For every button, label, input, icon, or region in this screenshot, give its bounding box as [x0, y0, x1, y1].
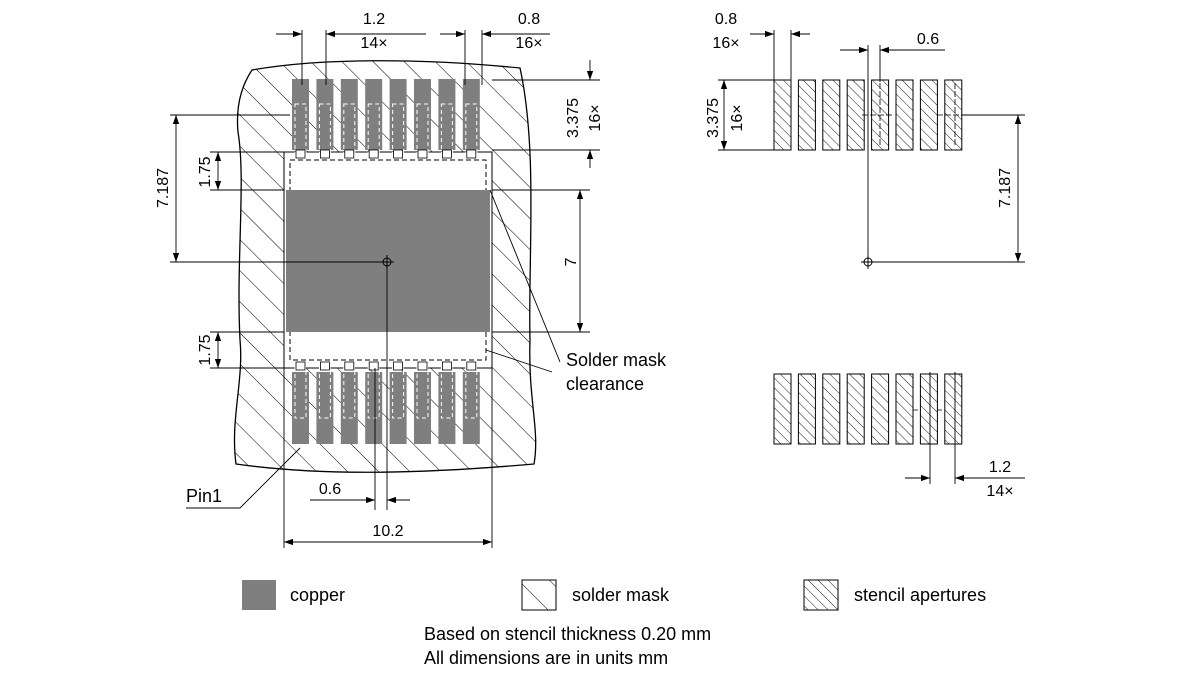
note-units: All dimensions are in units mm	[424, 648, 668, 668]
stencil-aperture-bottom-4	[846, 373, 865, 445]
dim-stencil-pad-length-count: 16×	[729, 104, 746, 131]
top-pad-row	[292, 79, 480, 159]
stencil-bottom-row	[773, 373, 963, 445]
footprint-view: 1.2 14× 0.8 16× 3.375 16× 7 7.187 1.75 1…	[155, 11, 667, 548]
pad-top-5	[389, 79, 407, 150]
stencil-aperture-top-1	[773, 79, 792, 151]
bottom-pad-row	[292, 361, 480, 444]
lead-tab	[417, 361, 428, 371]
dim-pad-length: 3.375	[565, 98, 582, 138]
pad-bottom-toe-outline	[440, 367, 453, 419]
pad-bottom-2	[316, 372, 334, 444]
pad-top-7	[438, 79, 456, 150]
pad-bottom-toe-outline	[318, 367, 331, 419]
stencil-aperture-bottom-7	[919, 373, 938, 445]
dim-pad-width-top: 0.8	[518, 11, 540, 28]
pad-bottom-8	[462, 372, 480, 444]
stencil-top-row	[773, 79, 969, 442]
stencil-aperture-top-3	[822, 79, 841, 151]
pad-bottom-6	[414, 372, 431, 444]
dim-stencil-offset: 0.6	[917, 31, 939, 48]
dim-thermal-height: 7	[563, 257, 580, 266]
dim-pad-row-offset: 7.187	[155, 168, 172, 208]
stencil-aperture-bottom-6	[895, 373, 914, 445]
lead-tab	[393, 149, 404, 159]
lead-tab	[344, 149, 355, 159]
lead-tab	[466, 361, 477, 371]
dim-mask-gap-bottom: 1.75	[197, 334, 214, 365]
lead-tab	[466, 149, 477, 159]
note-stencil-thickness: Based on stencil thickness 0.20 mm	[424, 624, 711, 644]
stencil-aperture-bottom-8	[944, 373, 963, 445]
pad-bottom-toe-outline	[416, 367, 429, 419]
lead-tab	[319, 149, 330, 159]
pad-top-2	[316, 79, 334, 150]
pad-bottom-toe-outline	[294, 367, 307, 419]
label-solder-mask-clearance-line2: clearance	[566, 374, 644, 394]
lead-tab	[295, 361, 306, 371]
stencil-dimension-lines	[718, 30, 1025, 484]
lead-tab	[393, 361, 404, 371]
pad-top-1	[292, 79, 309, 150]
lead-tab	[417, 149, 428, 159]
footprint-dimension-lines	[170, 30, 600, 548]
dim-stencil-row-offset: 7.187	[997, 168, 1014, 208]
pad-bottom-toe-outline	[343, 367, 356, 419]
dim-pad-length-count: 16×	[587, 104, 604, 131]
pad-top-6	[414, 79, 431, 150]
stencil-aperture-bottom-3	[822, 373, 841, 445]
lead-tab	[441, 149, 452, 159]
legend-swatch-stencil-apertures	[803, 579, 839, 611]
dim-stencil-pitch: 1.2	[989, 459, 1011, 476]
legend: copper solder mask stencil apertures	[242, 579, 986, 611]
dim-pitch-top: 1.2	[363, 11, 385, 28]
label-solder-mask-clearance-line1: Solder mask	[566, 350, 667, 370]
stencil-aperture-top-2	[797, 79, 816, 151]
lead-tab	[441, 361, 452, 371]
stencil-aperture-bottom-2	[797, 373, 816, 445]
pad-top-4	[365, 79, 383, 150]
stencil-center-mark	[861, 255, 875, 269]
dim-stencil-pad-width: 0.8	[715, 11, 737, 28]
pad-top-8	[462, 79, 480, 150]
thermal-pad	[286, 190, 490, 332]
pad-bottom-5	[389, 372, 407, 444]
pad-bottom-4	[365, 372, 383, 444]
pad-bottom-toe-outline	[367, 367, 380, 419]
stencil-aperture-top-7	[919, 79, 938, 151]
pad-bottom-7	[438, 372, 456, 444]
dim-mask-gap-top: 1.75	[197, 156, 214, 187]
lead-tab	[319, 361, 330, 371]
stencil-aperture-top-4	[846, 79, 865, 151]
lead-tab	[368, 149, 379, 159]
dim-stencil-pad-length: 3.375	[705, 98, 722, 138]
pad-top-3	[340, 79, 358, 150]
legend-label-solder-mask: solder mask	[572, 585, 670, 605]
dim-pad-width-top-count: 16×	[515, 35, 542, 52]
pad-bottom-toe-outline	[392, 367, 405, 419]
lead-tab	[368, 361, 379, 371]
dim-pad-pitch-offset: 0.6	[319, 481, 341, 498]
stencil-aperture-bottom-1	[773, 373, 792, 445]
dim-stencil-pitch-count: 14×	[986, 483, 1013, 500]
pad-bottom-1	[292, 372, 309, 444]
lead-tab	[344, 361, 355, 371]
legend-label-stencil-apertures: stencil apertures	[854, 585, 986, 605]
legend-swatch-solder-mask	[521, 579, 557, 611]
pad-bottom-toe-outline	[465, 367, 478, 419]
dim-pitch-top-count: 14×	[360, 35, 387, 52]
legend-label-copper: copper	[290, 585, 345, 605]
lead-tab	[295, 149, 306, 159]
pad-bottom-3	[340, 372, 358, 444]
label-pin1: Pin1	[186, 486, 222, 506]
stencil-view: 0.8 16× 0.6 3.375 16× 7.187 1.2 14×	[705, 11, 1025, 500]
stencil-aperture-bottom-5	[871, 373, 890, 445]
legend-swatch-copper	[242, 580, 276, 610]
dim-body-width: 10.2	[372, 523, 403, 540]
stencil-aperture-top-6	[895, 79, 914, 151]
center-mark	[380, 255, 394, 269]
dim-stencil-pad-width-count: 16×	[712, 35, 739, 52]
